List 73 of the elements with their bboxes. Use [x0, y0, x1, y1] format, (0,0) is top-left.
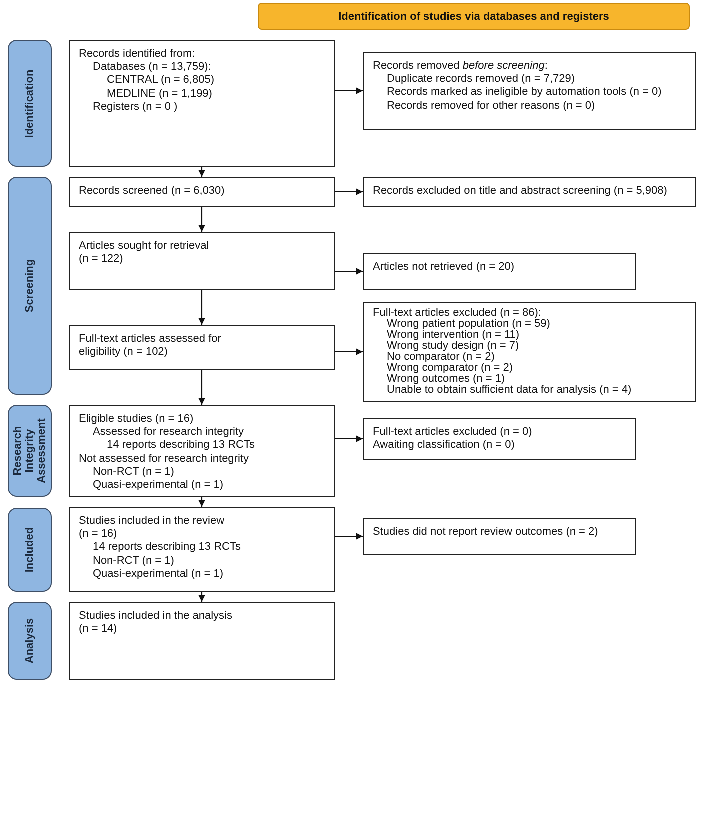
process-box [69, 40, 335, 167]
box-subitem: Non-RCT (n = 1) [93, 466, 176, 480]
arrow [198, 290, 206, 325]
box-text: Records identified from: [79, 48, 196, 62]
box-subitem: Non-RCT (n = 1) [93, 554, 176, 568]
box-text: Eligible studies (n = 16) [79, 413, 195, 426]
arrow [335, 188, 363, 196]
box-text: Studies included in the review (n = 16) [79, 515, 226, 542]
box-subitem: Wrong intervention (n = 11) [387, 330, 520, 341]
arrow [335, 348, 363, 356]
process-box [363, 518, 636, 555]
box-text: Studies did not report review outcomes (n = 2) [373, 526, 600, 540]
box-subitem: Duplicate records removed (n = 7,729) [387, 73, 576, 86]
arrow [198, 370, 206, 405]
stage-label: Analysis [24, 617, 36, 666]
stage-band [8, 40, 52, 167]
box-text: Articles sought for retrieval (n = 122) [79, 240, 210, 266]
box-subitem: 14 reports describing 13 RCTs [93, 541, 242, 555]
stage-band [8, 508, 52, 592]
section-banner [258, 3, 690, 30]
stage-band [8, 177, 52, 395]
process-box [363, 418, 636, 460]
banner-title: Identification of studies via databases and registers [338, 10, 610, 22]
box-text: Records removed before screening: [373, 60, 549, 74]
arrow [198, 497, 206, 507]
box-text: Full-text articles assessed for eligibility (n = 102) [79, 333, 222, 360]
box-text: Full-text articles excluded (n = 0) [373, 426, 534, 440]
stage-label: Screening [24, 258, 36, 315]
box-subitem: Unable to obtain sufficient data for analysis (n = 4) [387, 385, 633, 396]
process-box [69, 232, 335, 290]
process-box [69, 602, 335, 680]
arrow [198, 592, 206, 602]
box-text: Records screened (n = 6,030) [79, 185, 226, 198]
stage-label: Included [24, 526, 36, 575]
box-subitem: Quasi-experimental (n = 1) [93, 568, 225, 582]
process-box [69, 177, 335, 207]
stage-band [8, 602, 52, 680]
process-box [363, 177, 696, 207]
arrow [198, 207, 206, 232]
box-subitem: Wrong patient population (n = 59) [387, 319, 552, 330]
process-box [69, 405, 335, 497]
box-subitem: Wrong study design (n = 7) [387, 341, 520, 352]
stage-label: Research Integrity Assessment [12, 418, 48, 486]
box-text: Records excluded on title and abstract screening (n = 5,908) [373, 185, 668, 198]
arrow [335, 268, 363, 275]
stage-band [8, 405, 52, 497]
box-text: Full-text articles excluded (n = 86): [373, 308, 542, 319]
arrow [198, 167, 206, 177]
process-box [69, 325, 335, 370]
process-box [363, 52, 696, 130]
box-subitem: Assessed for research integrity [93, 426, 246, 440]
box-subitem: Databases (n = 13,759): [93, 61, 212, 74]
box-subitem: Awaiting classification (n = 0) [373, 439, 516, 452]
stage-label: Identification [24, 68, 36, 140]
box-subitem: CENTRAL (n = 6,805) [107, 74, 216, 88]
box-text: Studies included in the analysis (n = 14) [79, 610, 234, 636]
box-subitem: Quasi-experimental (n = 1) [93, 479, 225, 492]
box-subitem: Records removed for other reasons (n = 0) [387, 100, 596, 113]
box-subitem: Not assessed for research integrity [79, 452, 250, 466]
arrow [335, 533, 363, 540]
process-box [363, 302, 696, 402]
box-subitem: Wrong outcomes (n = 1) [387, 374, 506, 385]
arrow [335, 436, 363, 442]
arrow [335, 88, 363, 94]
box-subitem: Registers (n = 0 ) [93, 100, 179, 114]
box-subitem: No comparator (n = 2) [387, 352, 495, 363]
box-subitem: 14 reports describing 13 RCTs [107, 439, 256, 453]
box-text: Articles not retrieved (n = 20) [373, 261, 516, 274]
process-box [69, 507, 335, 592]
box-subitem: Wrong comparator (n = 2) [387, 363, 514, 374]
box-subitem: Records marked as ineligible by automation tools (n = 0) [387, 86, 663, 100]
box-subitem: MEDLINE (n = 1,199) [107, 88, 214, 101]
process-box [363, 253, 636, 290]
